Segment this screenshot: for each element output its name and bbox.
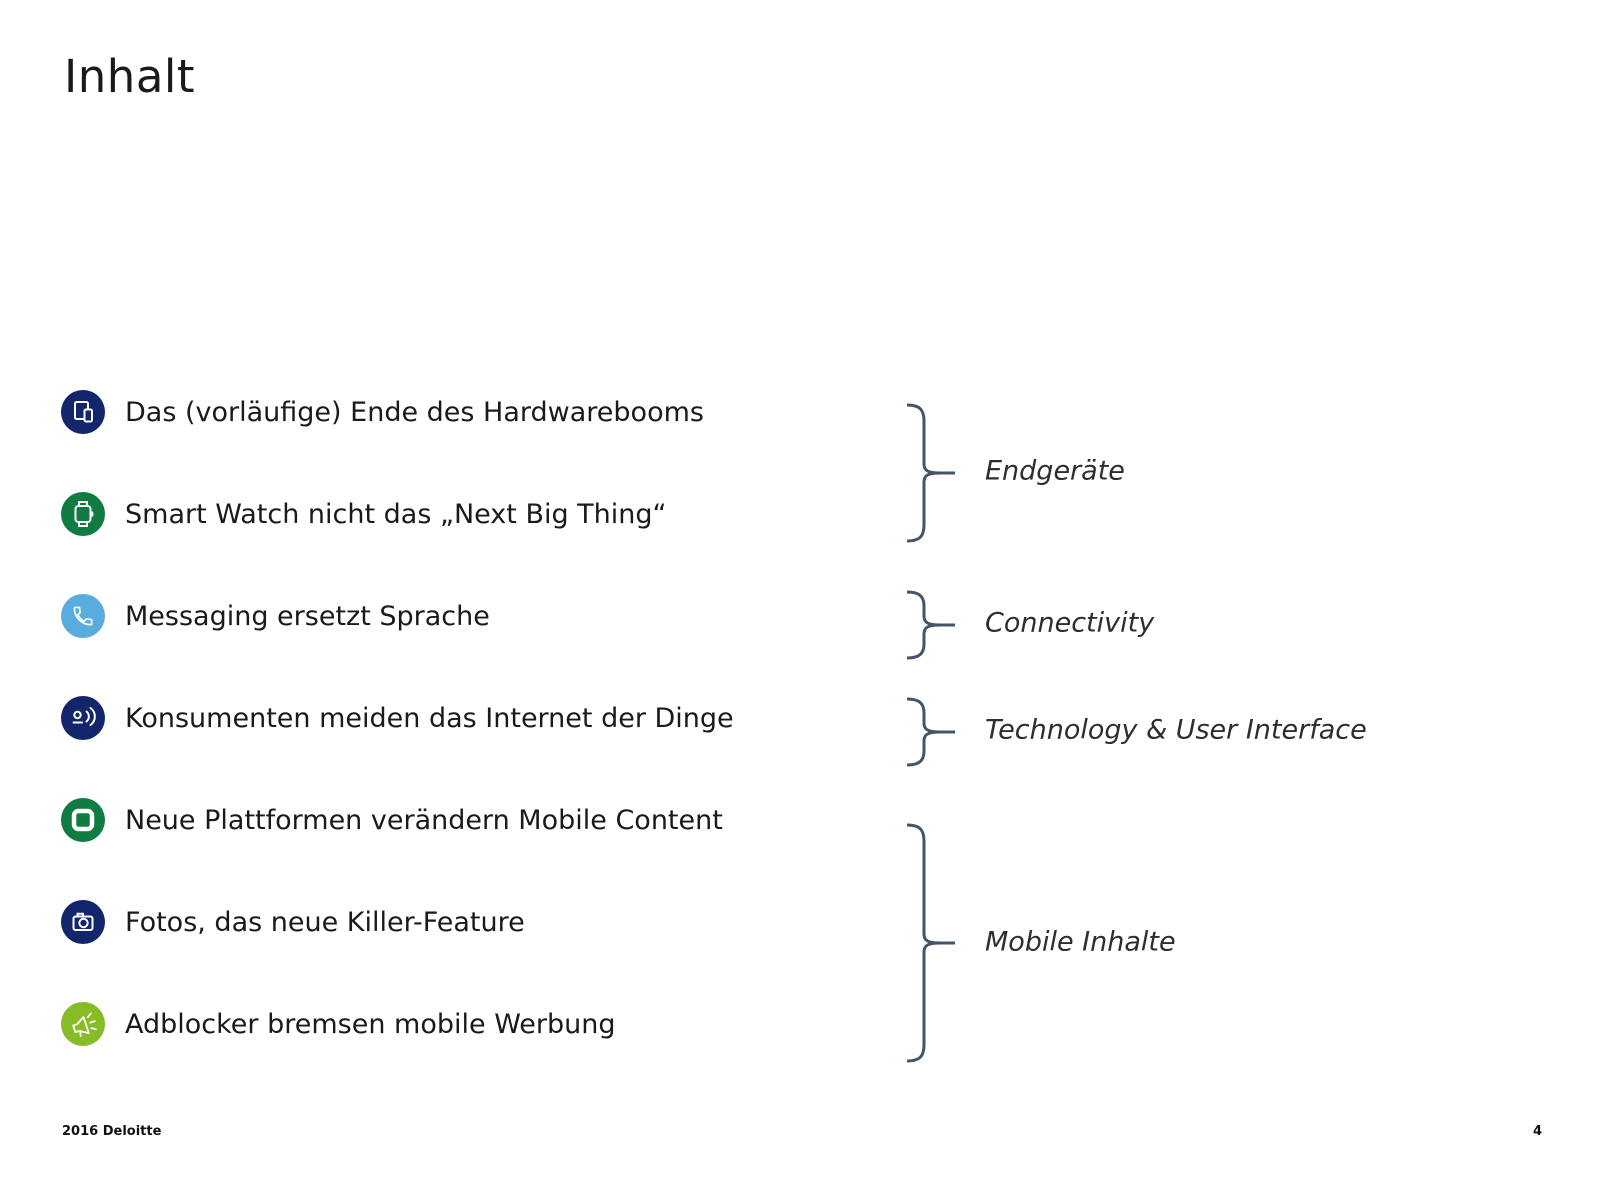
tablet-phone-icon bbox=[61, 390, 105, 434]
smartwatch-icon bbox=[61, 492, 105, 536]
toc-item-iot: Konsumenten meiden das Internet der Ding… bbox=[61, 685, 734, 751]
toc-item-fotos: Fotos, das neue Killer-Feature bbox=[61, 889, 525, 955]
phone-handset-icon bbox=[61, 594, 105, 638]
group-label-endgeraete: Endgeräte bbox=[985, 455, 1125, 487]
toc-item-smartwatch: Smart Watch nicht das „Next Big Thing“ bbox=[61, 481, 667, 547]
megaphone-icon bbox=[61, 1002, 105, 1046]
toc-item-hardwareboom: Das (vorläufige) Ende des Hardwarebooms bbox=[61, 379, 704, 445]
toc-item-label: Messaging ersetzt Sprache bbox=[125, 600, 490, 632]
platform-screen-icon bbox=[61, 798, 105, 842]
toc-item-label: Konsumenten meiden das Internet der Ding… bbox=[125, 702, 734, 734]
bracket-endgeraete bbox=[906, 403, 955, 543]
toc-item-label: Neue Plattformen verändern Mobile Conten… bbox=[125, 804, 723, 836]
group-label-technology: Technology & User Interface bbox=[985, 714, 1367, 746]
group-label-mobile-inhalte: Mobile Inhalte bbox=[985, 926, 1176, 958]
toc-item-plattformen: Neue Plattformen verändern Mobile Conten… bbox=[61, 787, 723, 853]
bracket-connectivity bbox=[906, 590, 955, 660]
toc-item-label: Das (vorläufige) Ende des Hardwarebooms bbox=[125, 396, 704, 428]
toc-item-label: Adblocker bremsen mobile Werbung bbox=[125, 1008, 616, 1040]
footer-copyright: 2016 Deloitte bbox=[62, 1124, 162, 1139]
toc-item-label: Fotos, das neue Killer-Feature bbox=[125, 906, 525, 938]
camera-icon bbox=[61, 900, 105, 944]
page-number: 4 bbox=[1532, 1124, 1542, 1139]
toc-item-label: Smart Watch nicht das „Next Big Thing“ bbox=[125, 498, 667, 530]
page-title: Inhalt bbox=[64, 50, 196, 103]
voice-waves-icon bbox=[61, 696, 105, 740]
toc-item-adblocker: Adblocker bremsen mobile Werbung bbox=[61, 991, 616, 1057]
bracket-mobile-inhalte bbox=[906, 823, 955, 1063]
bracket-technology bbox=[906, 697, 955, 767]
toc-item-messaging: Messaging ersetzt Sprache bbox=[61, 583, 490, 649]
group-label-connectivity: Connectivity bbox=[985, 607, 1155, 639]
